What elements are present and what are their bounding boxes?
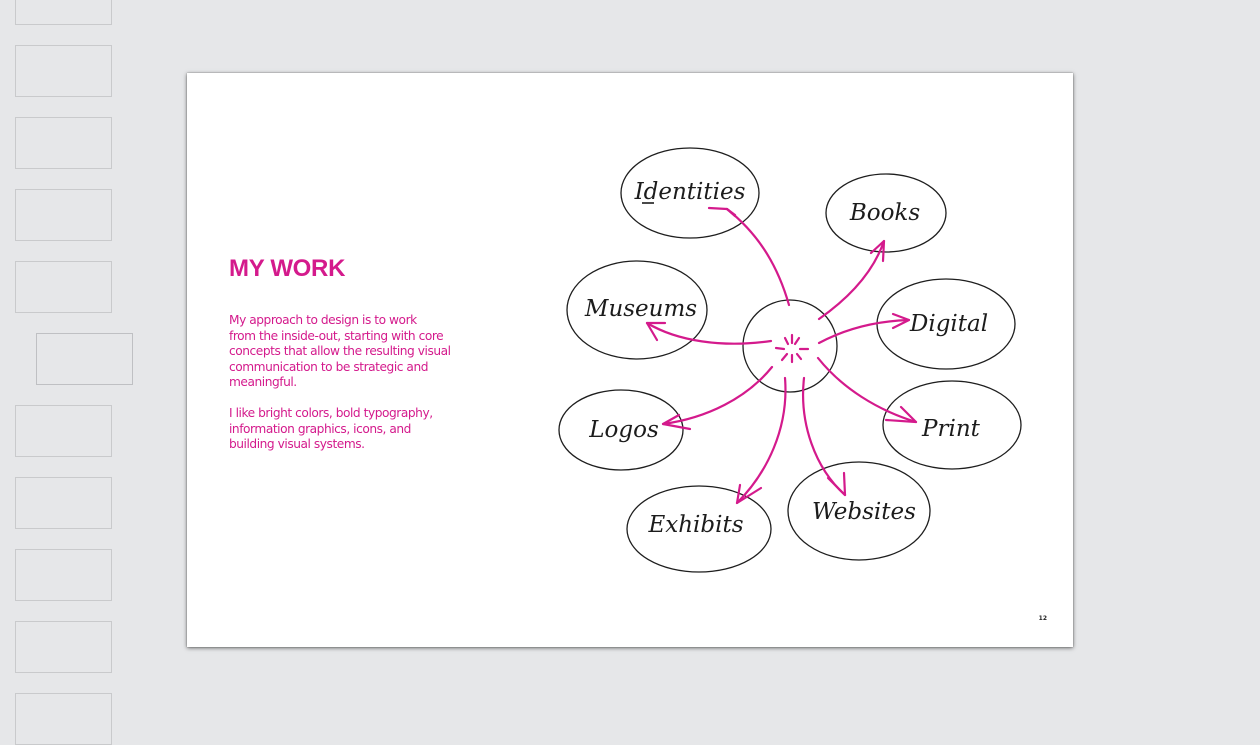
arrow-to-digital <box>817 312 911 345</box>
arrow-to-exhibits <box>735 376 787 505</box>
page-thumbnail[interactable] <box>15 0 112 25</box>
node-label-identities: Identities <box>634 179 746 205</box>
page-title: MY WORK <box>229 255 346 282</box>
page-thumbnail-current[interactable] <box>36 333 133 385</box>
node-ellipse-websites <box>787 461 931 561</box>
page-thumbnail[interactable] <box>15 621 112 673</box>
node-ellipse-museums <box>566 260 708 360</box>
center-ellipse <box>742 299 838 393</box>
arrow-to-books <box>817 239 886 321</box>
node-label-print: Print <box>921 416 981 442</box>
node-ellipse-print <box>882 380 1022 470</box>
arrow-to-identities <box>707 206 791 307</box>
node-label-books: Books <box>849 200 921 226</box>
mind-map-diagram: Identities Books Museums Digital Logos P… <box>558 147 1022 573</box>
arrow-to-print <box>816 356 918 424</box>
page-thumbnail[interactable] <box>15 405 112 457</box>
node-ellipse-exhibits <box>626 485 772 573</box>
node-ellipse-logos <box>558 389 684 471</box>
node-label-museums: Museums <box>584 296 697 322</box>
page-thumbnail[interactable] <box>15 117 112 169</box>
node-label-websites: Websites <box>812 499 916 525</box>
page-thumbnail[interactable] <box>15 549 112 601</box>
intro-paragraph: My approach to design is to work from th… <box>229 313 451 390</box>
node-label-exhibits: Exhibits <box>647 512 743 538</box>
page-number: 12 <box>1038 615 1047 622</box>
page-thumbnail[interactable] <box>15 189 112 241</box>
arrow-to-websites <box>802 376 847 497</box>
arrow-to-museums <box>645 321 773 345</box>
document-page: MY WORK My approach to design is to work… <box>187 73 1073 647</box>
node-ellipse-books <box>825 173 947 253</box>
page-thumbnail[interactable] <box>15 477 112 529</box>
arrow-to-logos <box>661 365 774 431</box>
page-thumbnail[interactable] <box>15 261 112 313</box>
page-thumbnail[interactable] <box>15 693 112 745</box>
interests-paragraph: I like bright colors, bold typography, i… <box>229 406 433 452</box>
thumbnail-rail <box>0 0 150 745</box>
node-label-logos: Logos <box>588 417 659 443</box>
node-ellipse-identities <box>620 147 760 239</box>
spark-icon <box>774 333 810 364</box>
node-label-digital: Digital <box>909 311 988 337</box>
page-thumbnail[interactable] <box>15 45 112 97</box>
